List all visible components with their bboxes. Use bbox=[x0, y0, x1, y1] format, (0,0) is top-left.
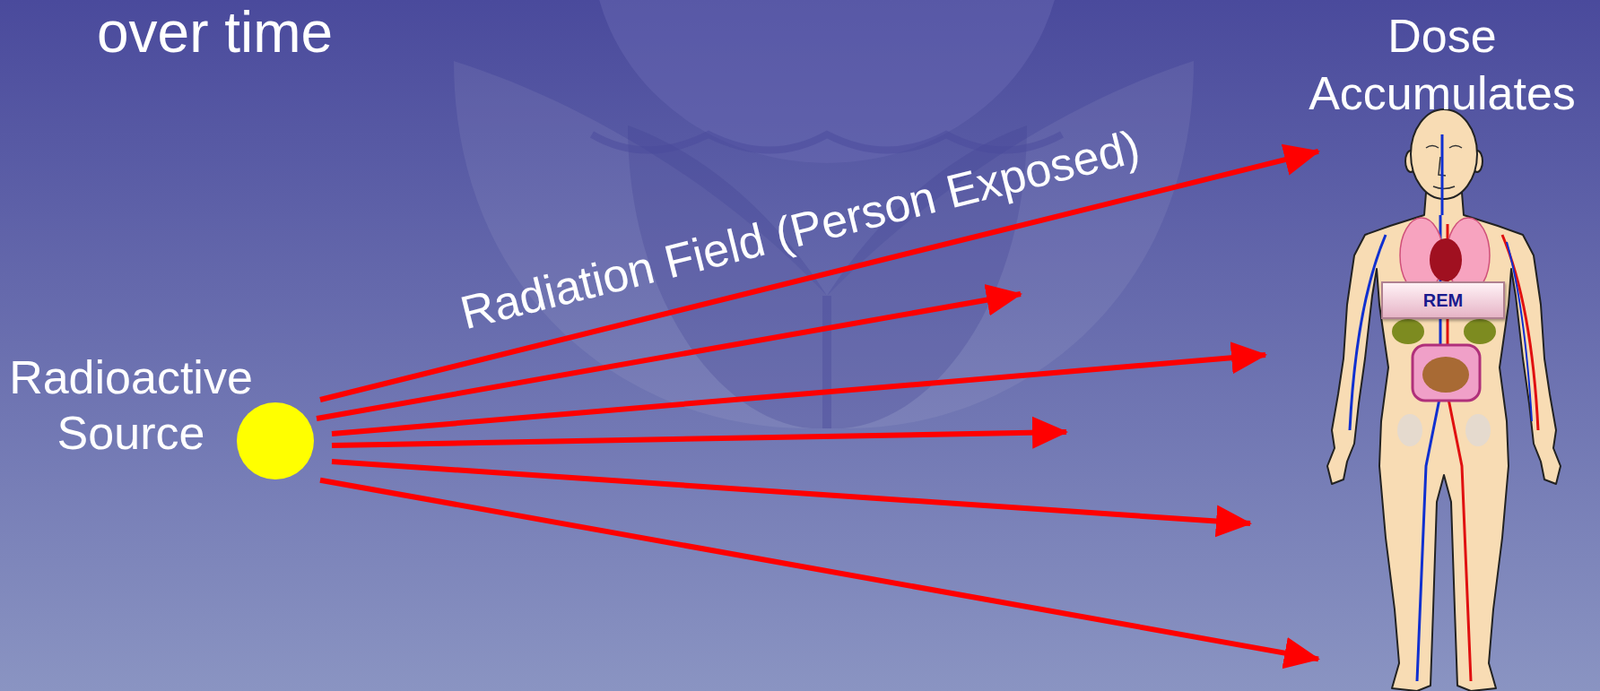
person-heading: Dose Accumulates bbox=[1294, 7, 1591, 122]
radiation-ray bbox=[320, 480, 1319, 661]
edge-label: Radiation Field (Person Exposed) bbox=[454, 119, 1145, 340]
source-circle-shape bbox=[236, 402, 314, 480]
rem-label: REM bbox=[1382, 283, 1504, 318]
source-label: Radioactive Source bbox=[3, 349, 259, 461]
watermark-logo bbox=[453, 0, 1194, 429]
human-figure bbox=[1327, 109, 1561, 691]
title-fragment: over time bbox=[96, 0, 333, 67]
radiation-ray bbox=[320, 151, 1319, 400]
source-node: Radioactive Source bbox=[3, 349, 321, 485]
person-node: REMDose Accumulates bbox=[1318, 7, 1566, 691]
radiation-ray bbox=[316, 294, 1266, 524]
source-circle bbox=[235, 401, 315, 481]
dose-badge: REM bbox=[1381, 281, 1505, 320]
